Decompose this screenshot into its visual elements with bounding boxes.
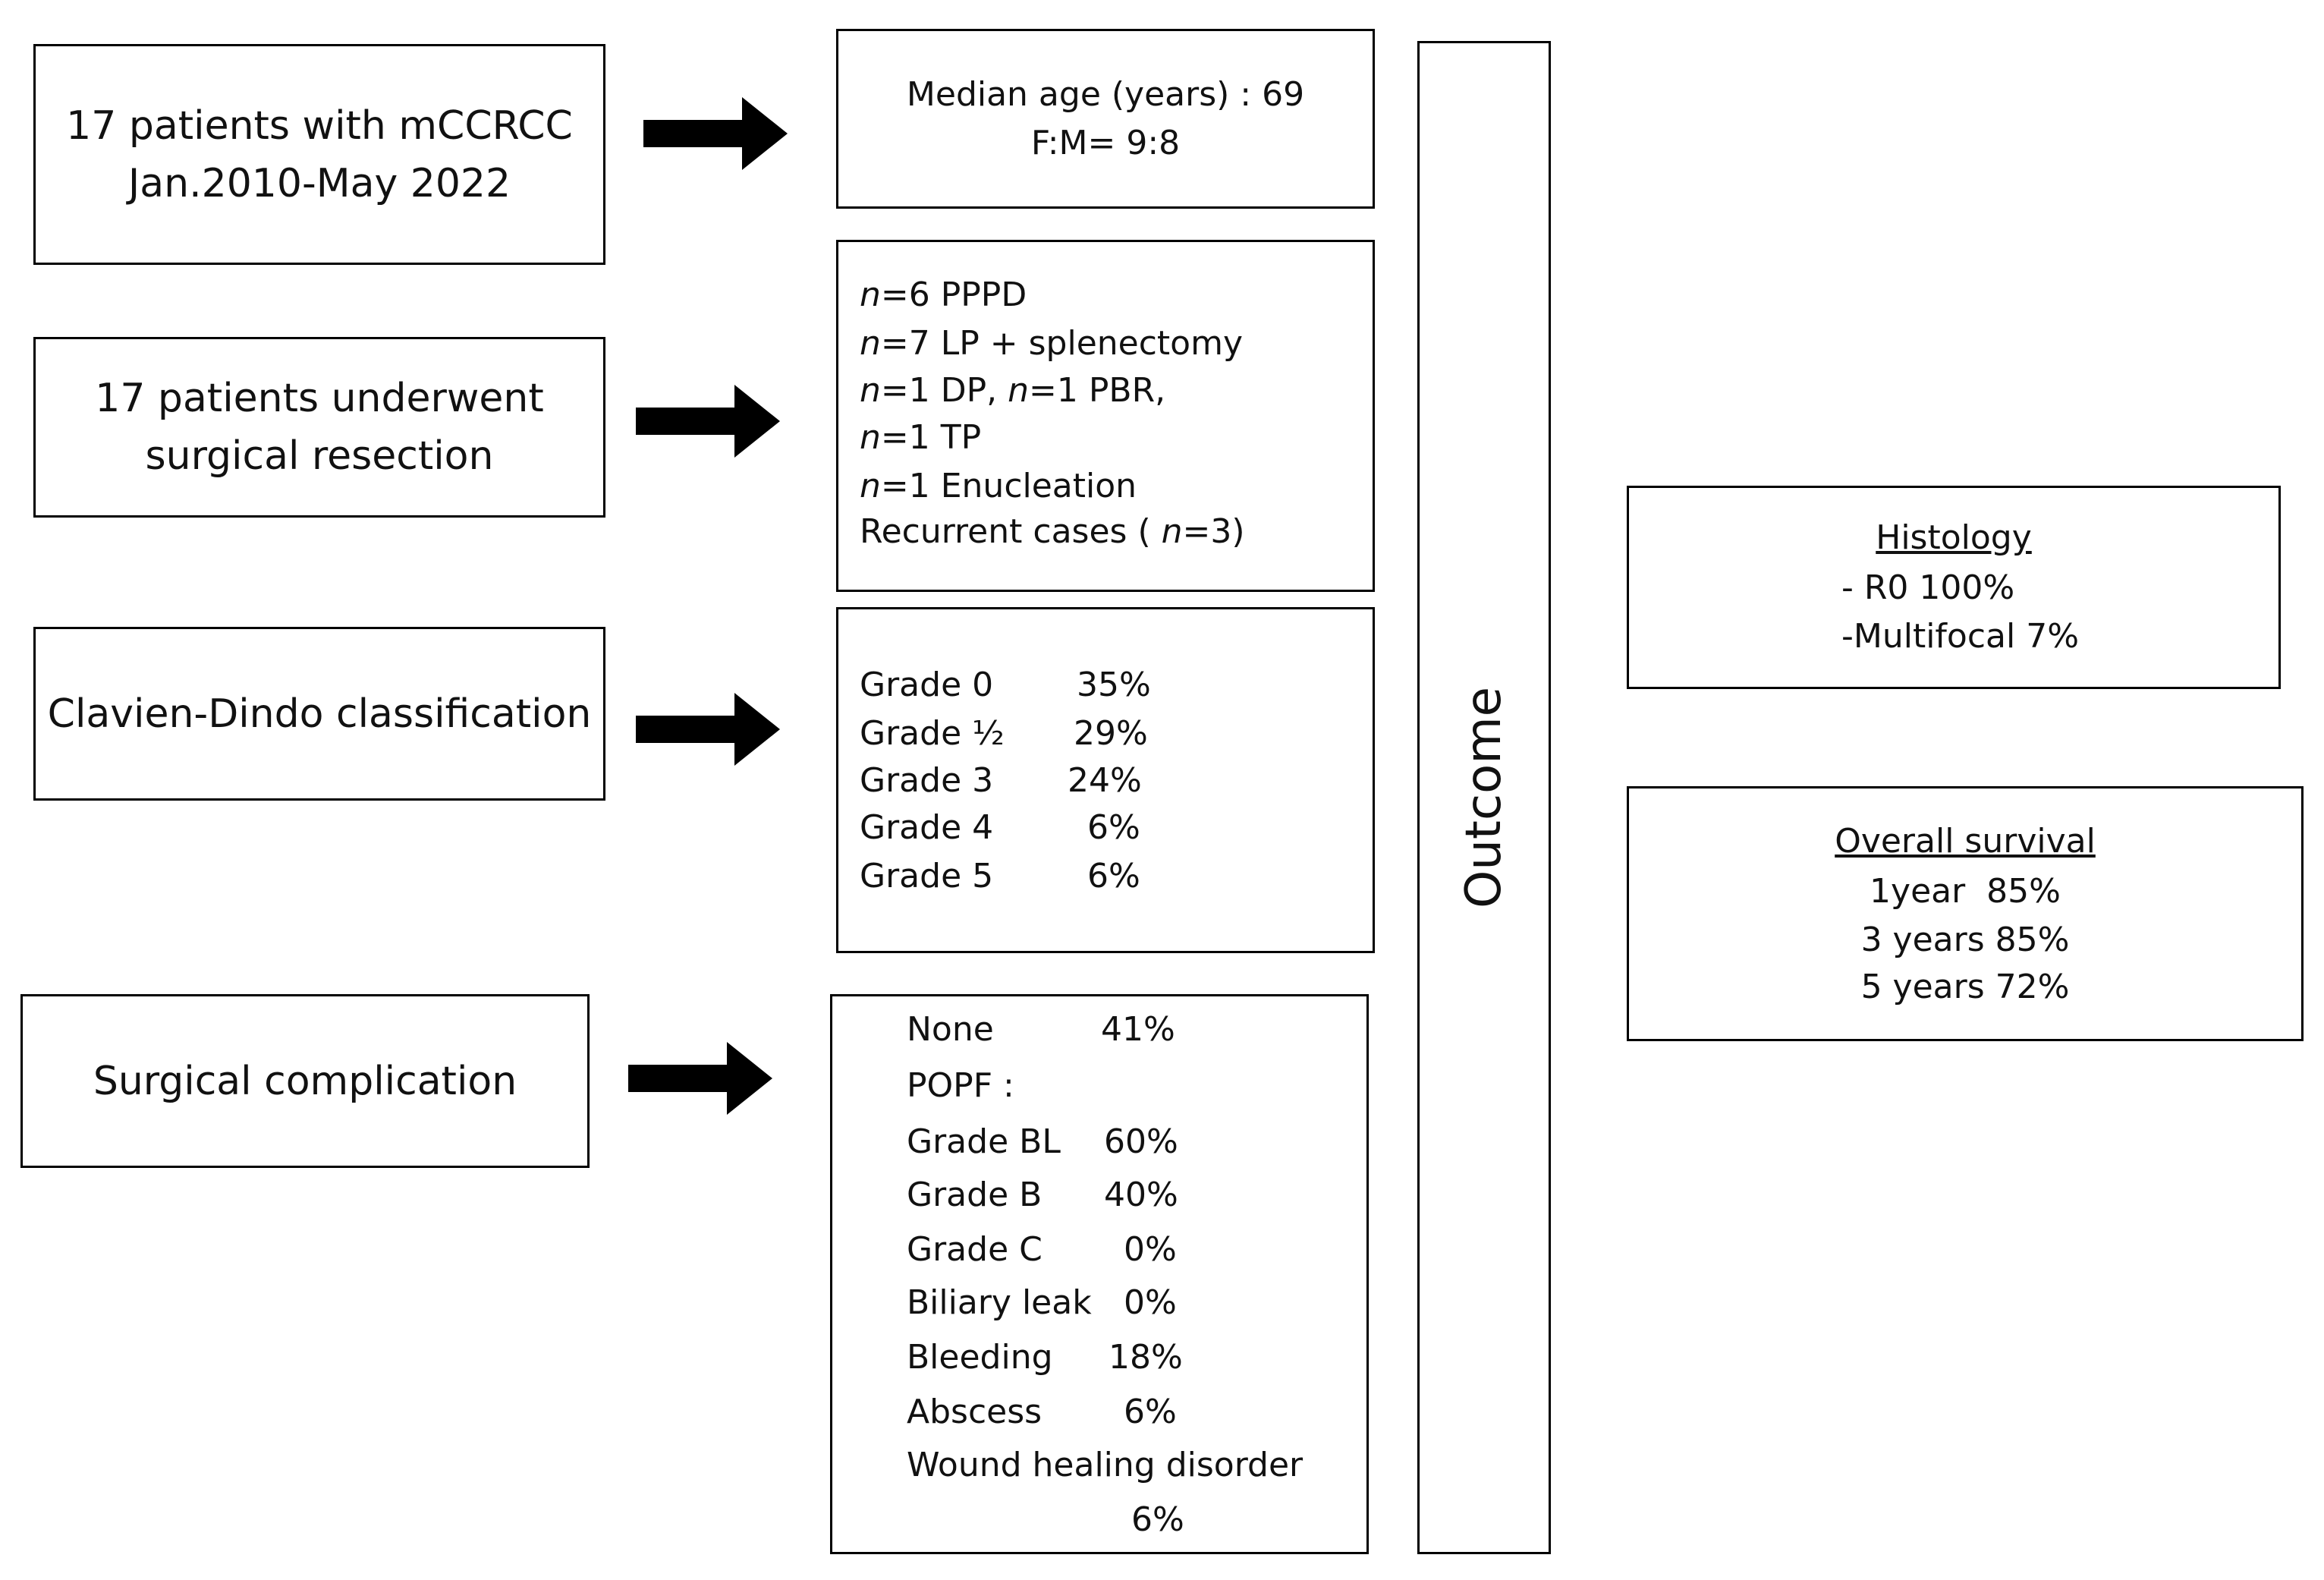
recurrent-cases: Recurrent cases ( n=3) bbox=[860, 512, 1245, 551]
histology-title: Histology bbox=[1876, 518, 2032, 557]
clavien-grade-label: Grade 5 bbox=[860, 857, 994, 895]
clavien-grade-label: Grade ½ bbox=[860, 714, 1005, 753]
arrow-right-icon bbox=[643, 97, 788, 170]
arrow-right-icon bbox=[636, 385, 780, 458]
procedures-box: n=6 PPPD n=7 LP + splenectomy n=1 DP, n=… bbox=[836, 240, 1375, 592]
clavien-grade-label: Grade 4 bbox=[860, 808, 994, 847]
clavien-label: Clavien-Dindo classification bbox=[47, 691, 592, 737]
clavien-grade-label: Grade 0 bbox=[860, 666, 994, 704]
clavien-grade-value: 6% bbox=[1087, 857, 1140, 895]
survival-box: Overall survival 1year 85% 3 years 85% 5… bbox=[1627, 786, 2304, 1041]
histology-item: - R0 100% bbox=[1841, 568, 2015, 607]
arrow-right-icon bbox=[636, 693, 780, 766]
survival-item: 1year 85% bbox=[1870, 872, 2061, 911]
complication-value: 0% bbox=[1124, 1230, 1177, 1269]
outcome-box: Outcome bbox=[1417, 41, 1551, 1554]
procedure-lp-splenectomy: n=7 LP + splenectomy bbox=[860, 324, 1243, 363]
popf-heading: POPF : bbox=[907, 1066, 1014, 1105]
complication-label: Abscess bbox=[907, 1393, 1042, 1431]
median-age: Median age (years) : 69 bbox=[906, 74, 1305, 114]
complication-box: Surgical complication bbox=[20, 994, 590, 1168]
procedure-tp: n=1 TP bbox=[860, 418, 982, 457]
resection-line-1: 17 patients underwent bbox=[95, 376, 544, 421]
patients-line-2: Jan.2010-May 2022 bbox=[127, 160, 511, 206]
complication-value: 18% bbox=[1109, 1338, 1183, 1377]
complication-label: Grade BL bbox=[907, 1122, 1061, 1161]
complication-label: Bleeding bbox=[907, 1338, 1053, 1377]
clavien-grade-value: 35% bbox=[1077, 666, 1151, 704]
complication-label: None bbox=[907, 1010, 994, 1049]
procedure-pppd: n=6 PPPD bbox=[860, 275, 1027, 314]
complications-box: None 41% POPF : Grade BL 60% Grade B 40%… bbox=[830, 994, 1369, 1554]
resection-box: 17 patients underwent surgical resection bbox=[33, 337, 605, 518]
resection-line-2: surgical resection bbox=[145, 433, 494, 479]
complication-value: 60% bbox=[1104, 1122, 1178, 1161]
complication-label: Wound healing disorder bbox=[907, 1446, 1304, 1484]
procedure-enucleation: n=1 Enucleation bbox=[860, 467, 1137, 505]
clavien-grade-label: Grade 3 bbox=[860, 761, 994, 800]
patients-box: 17 patients with mCCRCC Jan.2010-May 202… bbox=[33, 44, 605, 265]
histology-box: Histology - R0 100% -Multifocal 7% bbox=[1627, 486, 2281, 689]
complication-value: 0% bbox=[1124, 1283, 1177, 1322]
complication-label: Grade B bbox=[907, 1176, 1042, 1214]
clavien-grade-value: 29% bbox=[1074, 714, 1148, 753]
complication-value: 40% bbox=[1104, 1176, 1178, 1214]
survival-title: Overall survival bbox=[1835, 822, 2096, 861]
clavien-grade-value: 24% bbox=[1068, 761, 1142, 800]
complication-label: Grade C bbox=[907, 1230, 1042, 1269]
clavien-grade-value: 6% bbox=[1087, 808, 1140, 847]
complication-label: Surgical complication bbox=[93, 1058, 517, 1104]
complication-value: 6% bbox=[1131, 1500, 1184, 1539]
histology-item: -Multifocal 7% bbox=[1841, 617, 2080, 656]
demographics-box: Median age (years) : 69 F:M= 9:8 bbox=[836, 29, 1375, 209]
survival-item: 5 years 72% bbox=[1860, 968, 2070, 1006]
patients-line-1: 17 patients with mCCRCC bbox=[66, 102, 573, 149]
outcome-label: Outcome bbox=[1456, 686, 1512, 909]
complication-label: Biliary leak bbox=[907, 1283, 1092, 1322]
clavien-grades-box: Grade 0 35% Grade ½ 29% Grade 3 24% Grad… bbox=[836, 607, 1375, 953]
complication-value: 41% bbox=[1101, 1010, 1175, 1049]
procedure-dp-pbr: n=1 DP, n=1 PBR, bbox=[860, 371, 1166, 410]
survival-item: 3 years 85% bbox=[1860, 921, 2070, 959]
clavien-box: Clavien-Dindo classification bbox=[33, 627, 605, 801]
sex-ratio: F:M= 9:8 bbox=[1030, 123, 1181, 162]
arrow-right-icon bbox=[628, 1042, 772, 1115]
complication-value: 6% bbox=[1124, 1393, 1177, 1431]
